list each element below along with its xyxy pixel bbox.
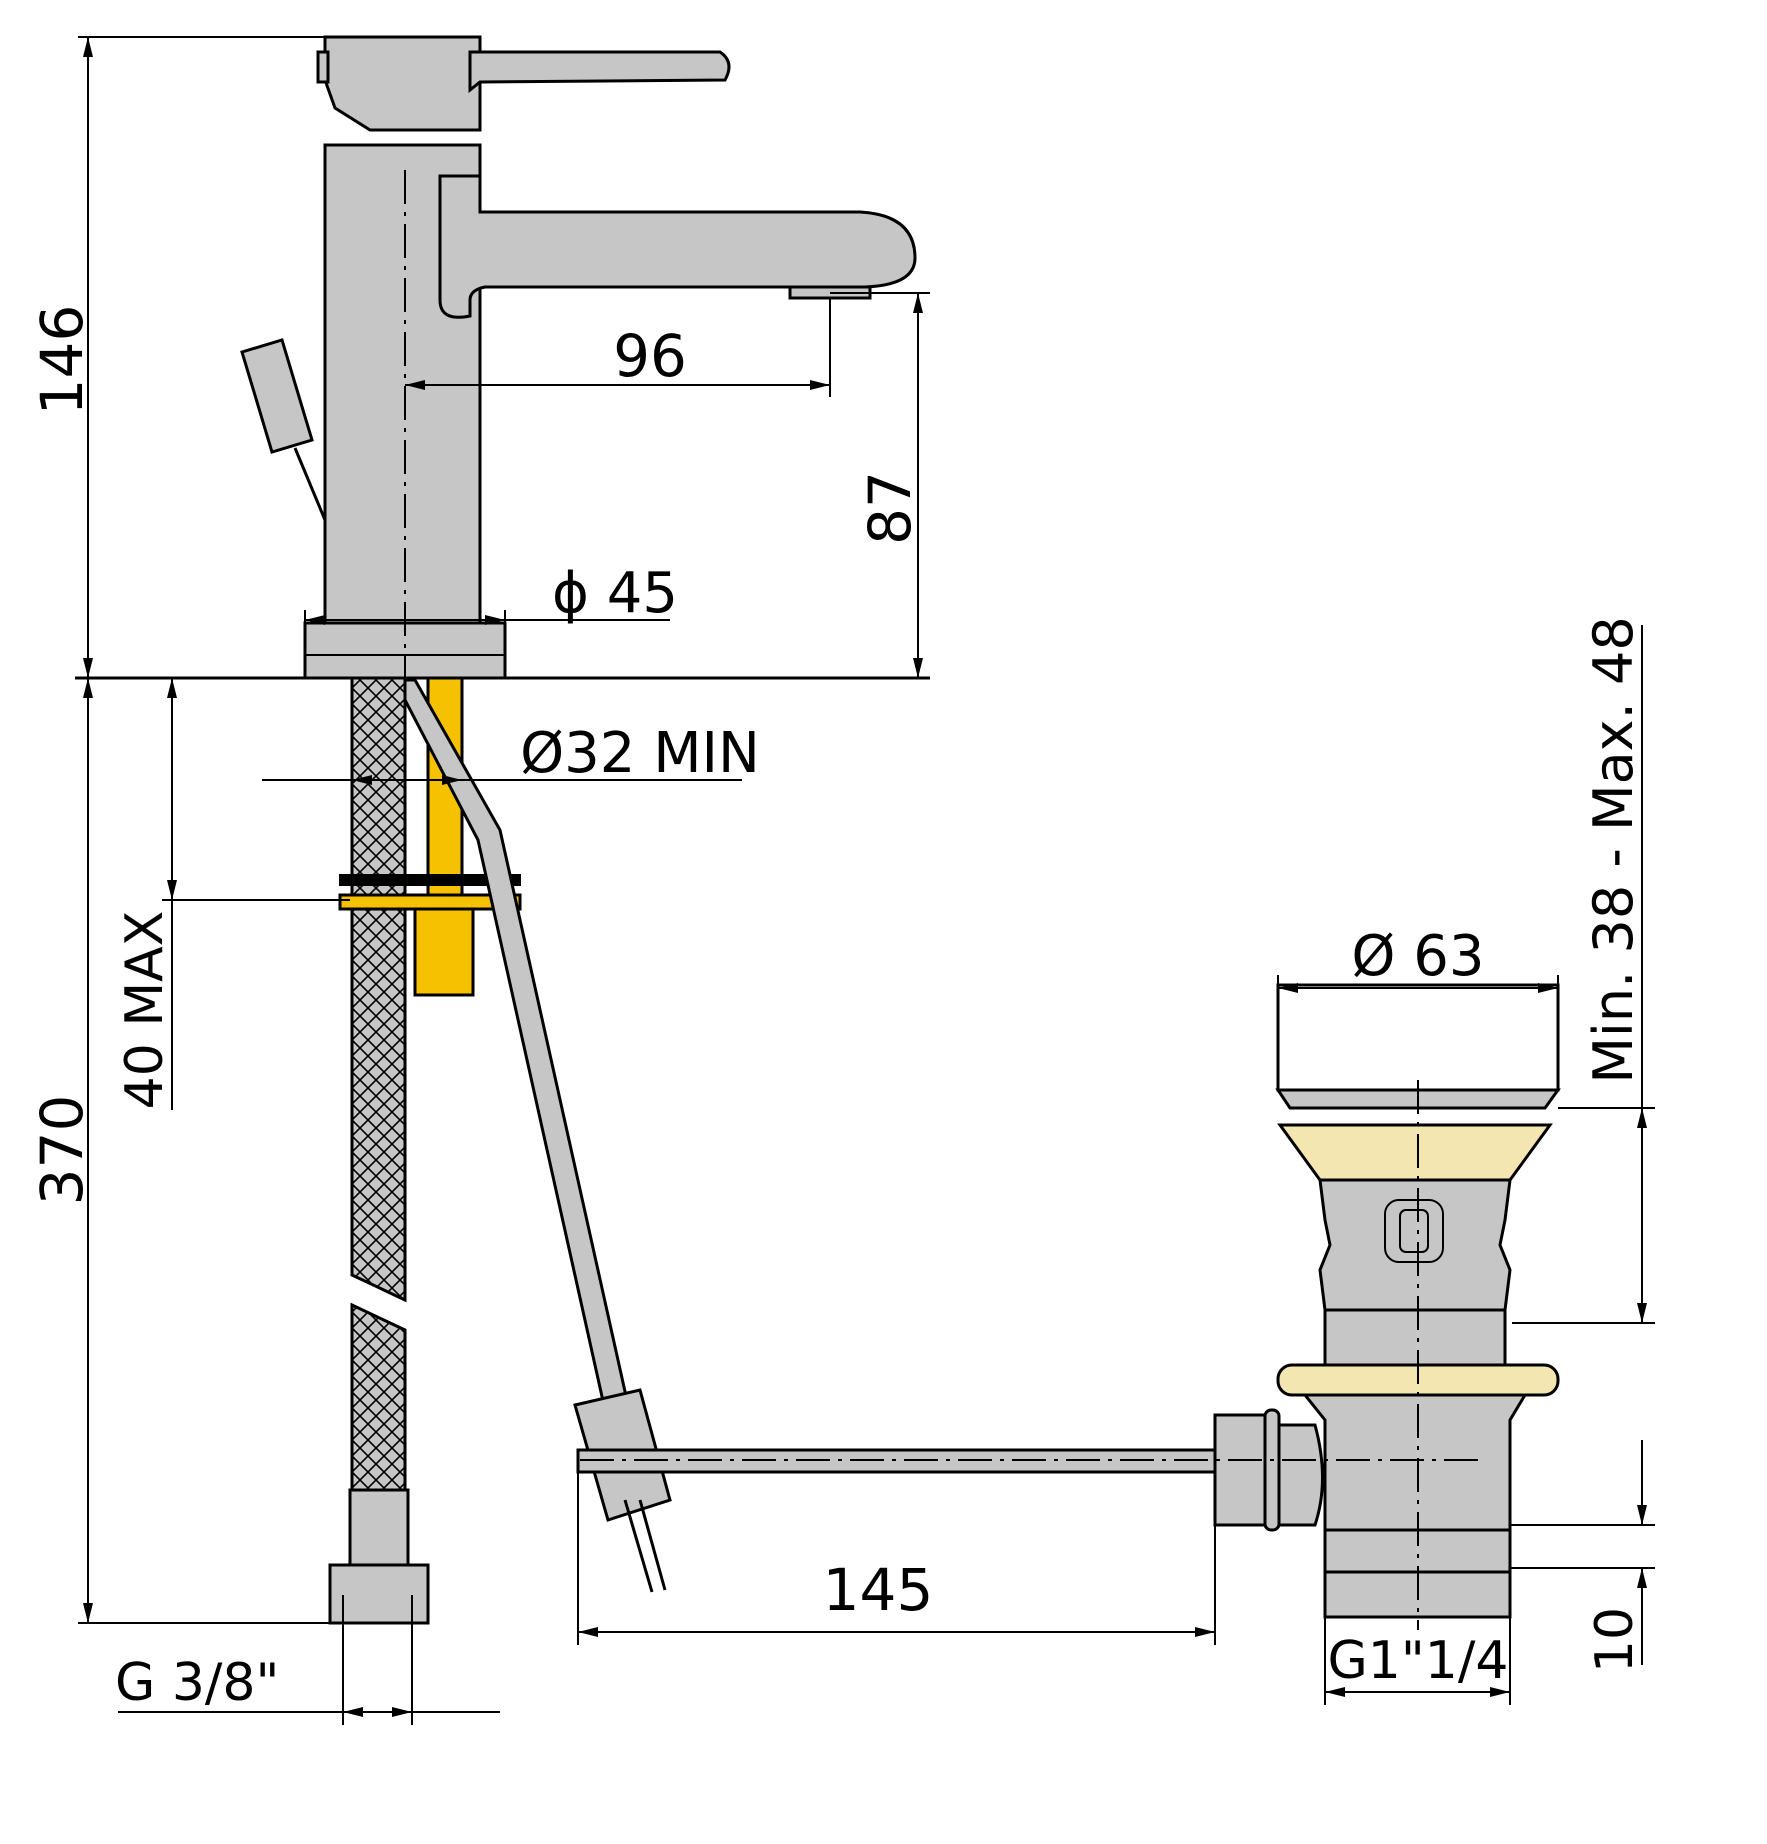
dim-146: 146 <box>28 305 96 416</box>
dim-diameter-45: ϕ 45 <box>552 561 678 626</box>
dim-145: 145 <box>823 1556 934 1624</box>
dim-40-max: 40 MAX <box>115 911 175 1110</box>
dim-10: 10 <box>1585 1607 1645 1673</box>
dim-g1-1-4: G1"1/4 <box>1328 1631 1509 1691</box>
dim-diameter-63: Ø 63 <box>1351 924 1484 989</box>
mounting-nut <box>413 893 475 997</box>
popup-knob <box>240 338 314 454</box>
side-port-nut <box>1213 1413 1272 1527</box>
faucet-lever <box>468 50 731 94</box>
faucet-handle-cap <box>323 35 482 132</box>
dim-96: 96 <box>613 322 687 390</box>
faucet <box>75 35 930 680</box>
waste-cap <box>1276 983 1560 1092</box>
hose-ferrule <box>348 1488 410 1567</box>
braided-hose-lower <box>350 1302 407 1492</box>
dim-diameter-32-min: Ø32 MIN <box>520 721 760 786</box>
washer-black <box>339 874 521 886</box>
overflow-slot <box>1384 1199 1444 1263</box>
dimension-lines <box>78 36 1655 1725</box>
dimension-labels: 146 370 40 MAX 96 87 ϕ 45 Ø32 MIN G 3/8"… <box>28 305 1645 1713</box>
handle-button <box>316 50 330 84</box>
waste-side-port <box>1268 1423 1324 1527</box>
braided-hose-upper <box>350 676 407 1303</box>
waste-body <box>1301 1393 1528 1532</box>
popup-waste <box>580 983 1561 1630</box>
waste-upper-thread <box>1323 1308 1507 1367</box>
dim-370: 370 <box>28 1095 96 1206</box>
washer-yellow <box>338 893 522 911</box>
rod-end <box>623 1499 654 1593</box>
dim-min-38-max-48: Min. 38 - Max. 48 <box>1582 616 1645 1083</box>
dim-87: 87 <box>856 471 924 545</box>
popup-rod-top <box>293 447 327 521</box>
dim-g-3-8: G 3/8" <box>115 1653 279 1713</box>
waste-gasket-top <box>1277 1123 1553 1182</box>
under-deck-assembly <box>328 676 1220 1625</box>
side-port-ring <box>1263 1408 1281 1532</box>
hose-nut <box>328 1563 430 1625</box>
